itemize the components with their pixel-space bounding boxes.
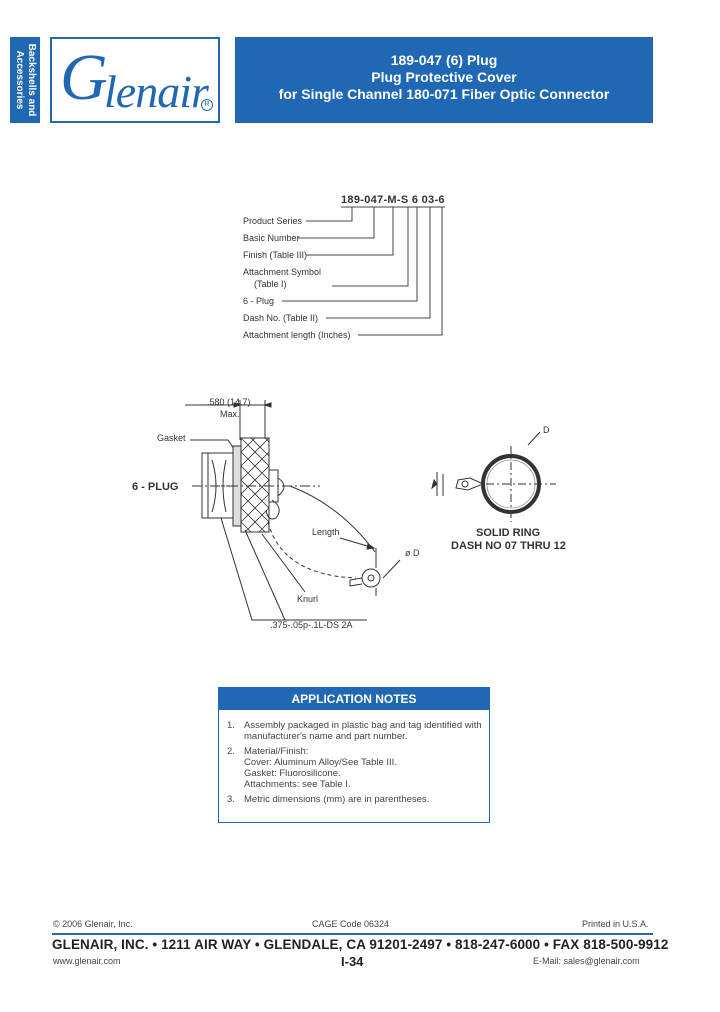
note-1-line-2: manufacturer's name and part number. [244, 731, 408, 742]
ring-title-1: SOLID RING [476, 527, 541, 539]
logo-letter-g: G [60, 41, 108, 114]
logo-wordmark: lenair [104, 66, 209, 117]
title-line-1: 189-047 (6) Plug [390, 52, 498, 68]
note-2-line-2: Cover: Aluminum Alloy/See Table III. [244, 757, 397, 768]
note-3-number: 3. [227, 794, 235, 805]
footer-website[interactable]: www.glenair.com [53, 956, 121, 966]
title-block: 189-047 (6) Plug Plug Protective Cover f… [235, 37, 653, 123]
registered-mark: R [201, 99, 213, 111]
title-line-3: for Single Channel 180-071 Fiber Optic C… [278, 86, 610, 102]
footer-cage-code: CAGE Code 06324 [312, 919, 390, 929]
note-2-number: 2. [227, 746, 235, 757]
pn-label-finish: Finish (Table III) [243, 250, 308, 260]
footer-divider [52, 933, 653, 935]
title-line-2: Plug Protective Cover [371, 69, 517, 85]
part-number-code: 189-047-M-S 6 03-6 [341, 194, 445, 206]
dim-top-value: .580 (14.7) [207, 397, 251, 407]
diameter-label: ø D [405, 548, 420, 558]
length-label: Length [312, 527, 340, 537]
page-number: I-34 [341, 954, 364, 969]
pn-label-table-i: (Table I) [254, 279, 287, 289]
pn-label-basic-number: Basic Number [243, 233, 300, 243]
ring-title-2: DASH NO 07 THRU 12 [451, 540, 566, 552]
pn-label-dash-no: Dash No. (Table II) [243, 313, 319, 323]
note-2-line-1: Material/Finish: [244, 746, 309, 757]
plug-label: 6 - PLUG [132, 481, 179, 493]
gasket-label: Gasket [157, 433, 186, 443]
note-1-line-1: Assembly packaged in plastic bag and tag… [244, 720, 482, 731]
pn-label-attachment-length: Attachment length (Inches) [243, 330, 351, 340]
pn-label-attachment-symbol: Attachment Symbol [243, 267, 322, 277]
knurl-label: Knurl [297, 594, 319, 604]
footer-email[interactable]: E-Mail: sales@glenair.com [533, 956, 640, 966]
note-3-line-1: Metric dimensions (mm) are in parenthese… [244, 794, 430, 805]
note-1-number: 1. [227, 720, 235, 731]
pn-label-plug: 6 - Plug [243, 296, 275, 306]
dim-top-max: Max. [220, 409, 240, 419]
thread-spec-label: .375-.05p-.1L-DS 2A [270, 620, 353, 630]
footer-printed: Printed in U.S.A. [582, 919, 649, 929]
note-2-line-4: Attachments: see Table I. [244, 779, 351, 790]
ring-d-label: D [543, 425, 550, 435]
application-notes-box: APPLICATION NOTES 1. Assembly packaged i… [218, 687, 490, 823]
application-notes-heading: APPLICATION NOTES [219, 688, 489, 710]
glenair-logo: G lenair R [50, 37, 220, 123]
note-2-line-3: Gasket: Fluorosilicone. [244, 768, 341, 779]
footer-address: GLENAIR, INC. • 1211 AIR WAY • GLENDALE,… [52, 937, 669, 952]
pn-label-product-series: Product Series [243, 216, 303, 226]
footer-copyright: © 2006 Glenair, Inc. [53, 919, 133, 929]
